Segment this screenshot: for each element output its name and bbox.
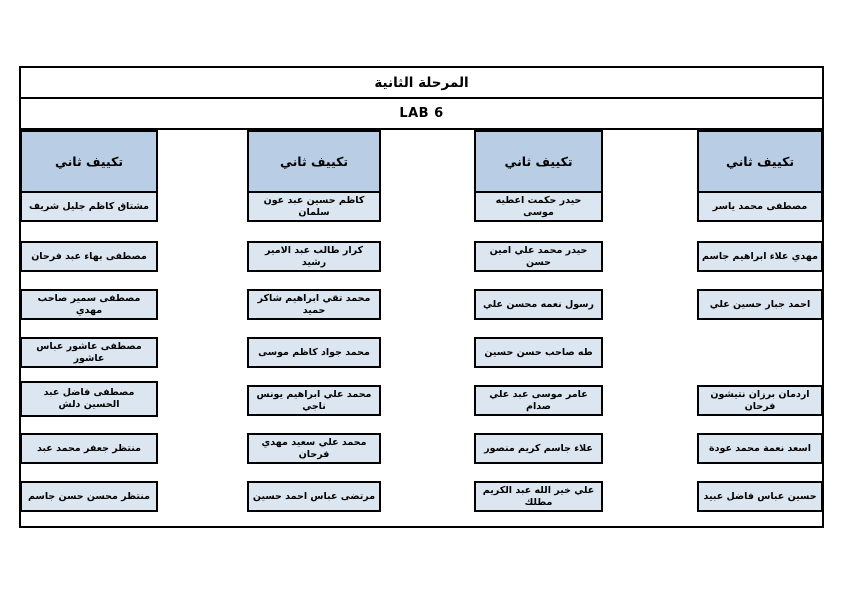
- student-name-cell: اردمان برزان نتيشون فرحان: [697, 385, 823, 416]
- student-name-cell: محمد علي ابراهيم يونس ناجي: [247, 385, 381, 416]
- group-header: تكييف ثاني: [474, 130, 603, 193]
- student-name-cell: مرتضى عباس احمد حسين: [247, 481, 381, 512]
- student-name-cell: مصطفى محمد ياسر: [697, 191, 823, 222]
- student-name-cell: احمد جبار حسين علي: [697, 289, 823, 320]
- student-name-cell: مهدي علاء ابراهيم جاسم: [697, 241, 823, 272]
- student-name-cell: مصطفى بهاء عبد فرحان: [20, 241, 158, 272]
- student-name-cell: منتظر محسن حسن جاسم: [20, 481, 158, 512]
- stage-title: المرحلة الثانية: [21, 68, 822, 99]
- student-name-cell: محمد علي سعيد مهدي فرحان: [247, 433, 381, 464]
- group-header: تكييف ثاني: [697, 130, 823, 193]
- student-name-cell: رسول نعمه محسن علي: [474, 289, 603, 320]
- student-name-cell: حيدر حكمت اعطيه موسى: [474, 191, 603, 222]
- student-name-cell: منتظر جعفر محمد عبد: [20, 433, 158, 464]
- student-name-cell: مصطفى فاضل عبد الحسين دلش: [20, 381, 158, 417]
- student-name-cell: علاء جاسم كريم منصور: [474, 433, 603, 464]
- student-name-cell: اسعد نعمة محمد عودة: [697, 433, 823, 464]
- group-header: تكييف ثاني: [247, 130, 381, 193]
- student-name-cell: حيدر محمد علي امين حسن: [474, 241, 603, 272]
- student-name-cell: كرار طالب عبد الامير رشيد: [247, 241, 381, 272]
- student-name-cell: مشتاق كاظم جليل شريف: [20, 191, 158, 222]
- student-name-cell: مصطفى سمير صاحب مهدي: [20, 289, 158, 320]
- group-header: تكييف ثاني: [20, 130, 158, 193]
- student-name-cell: علي خير الله عبد الكريم مطلك: [474, 481, 603, 512]
- student-name-cell: عامر موسى عبد علي صدام: [474, 385, 603, 416]
- student-name-cell: كاظم حسين عبد عون سلمان: [247, 191, 381, 222]
- lab-title: LAB 6: [21, 99, 822, 130]
- student-name-cell: محمد تقي ابراهيم شاكر حميد: [247, 289, 381, 320]
- student-name-cell: مصطفى عاشور عباس عاشور: [20, 337, 158, 368]
- student-name-cell: طه صاحب حسن حسين: [474, 337, 603, 368]
- student-name-cell: حسين عباس فاضل عبيد: [697, 481, 823, 512]
- student-name-cell: محمد جواد كاظم موسى: [247, 337, 381, 368]
